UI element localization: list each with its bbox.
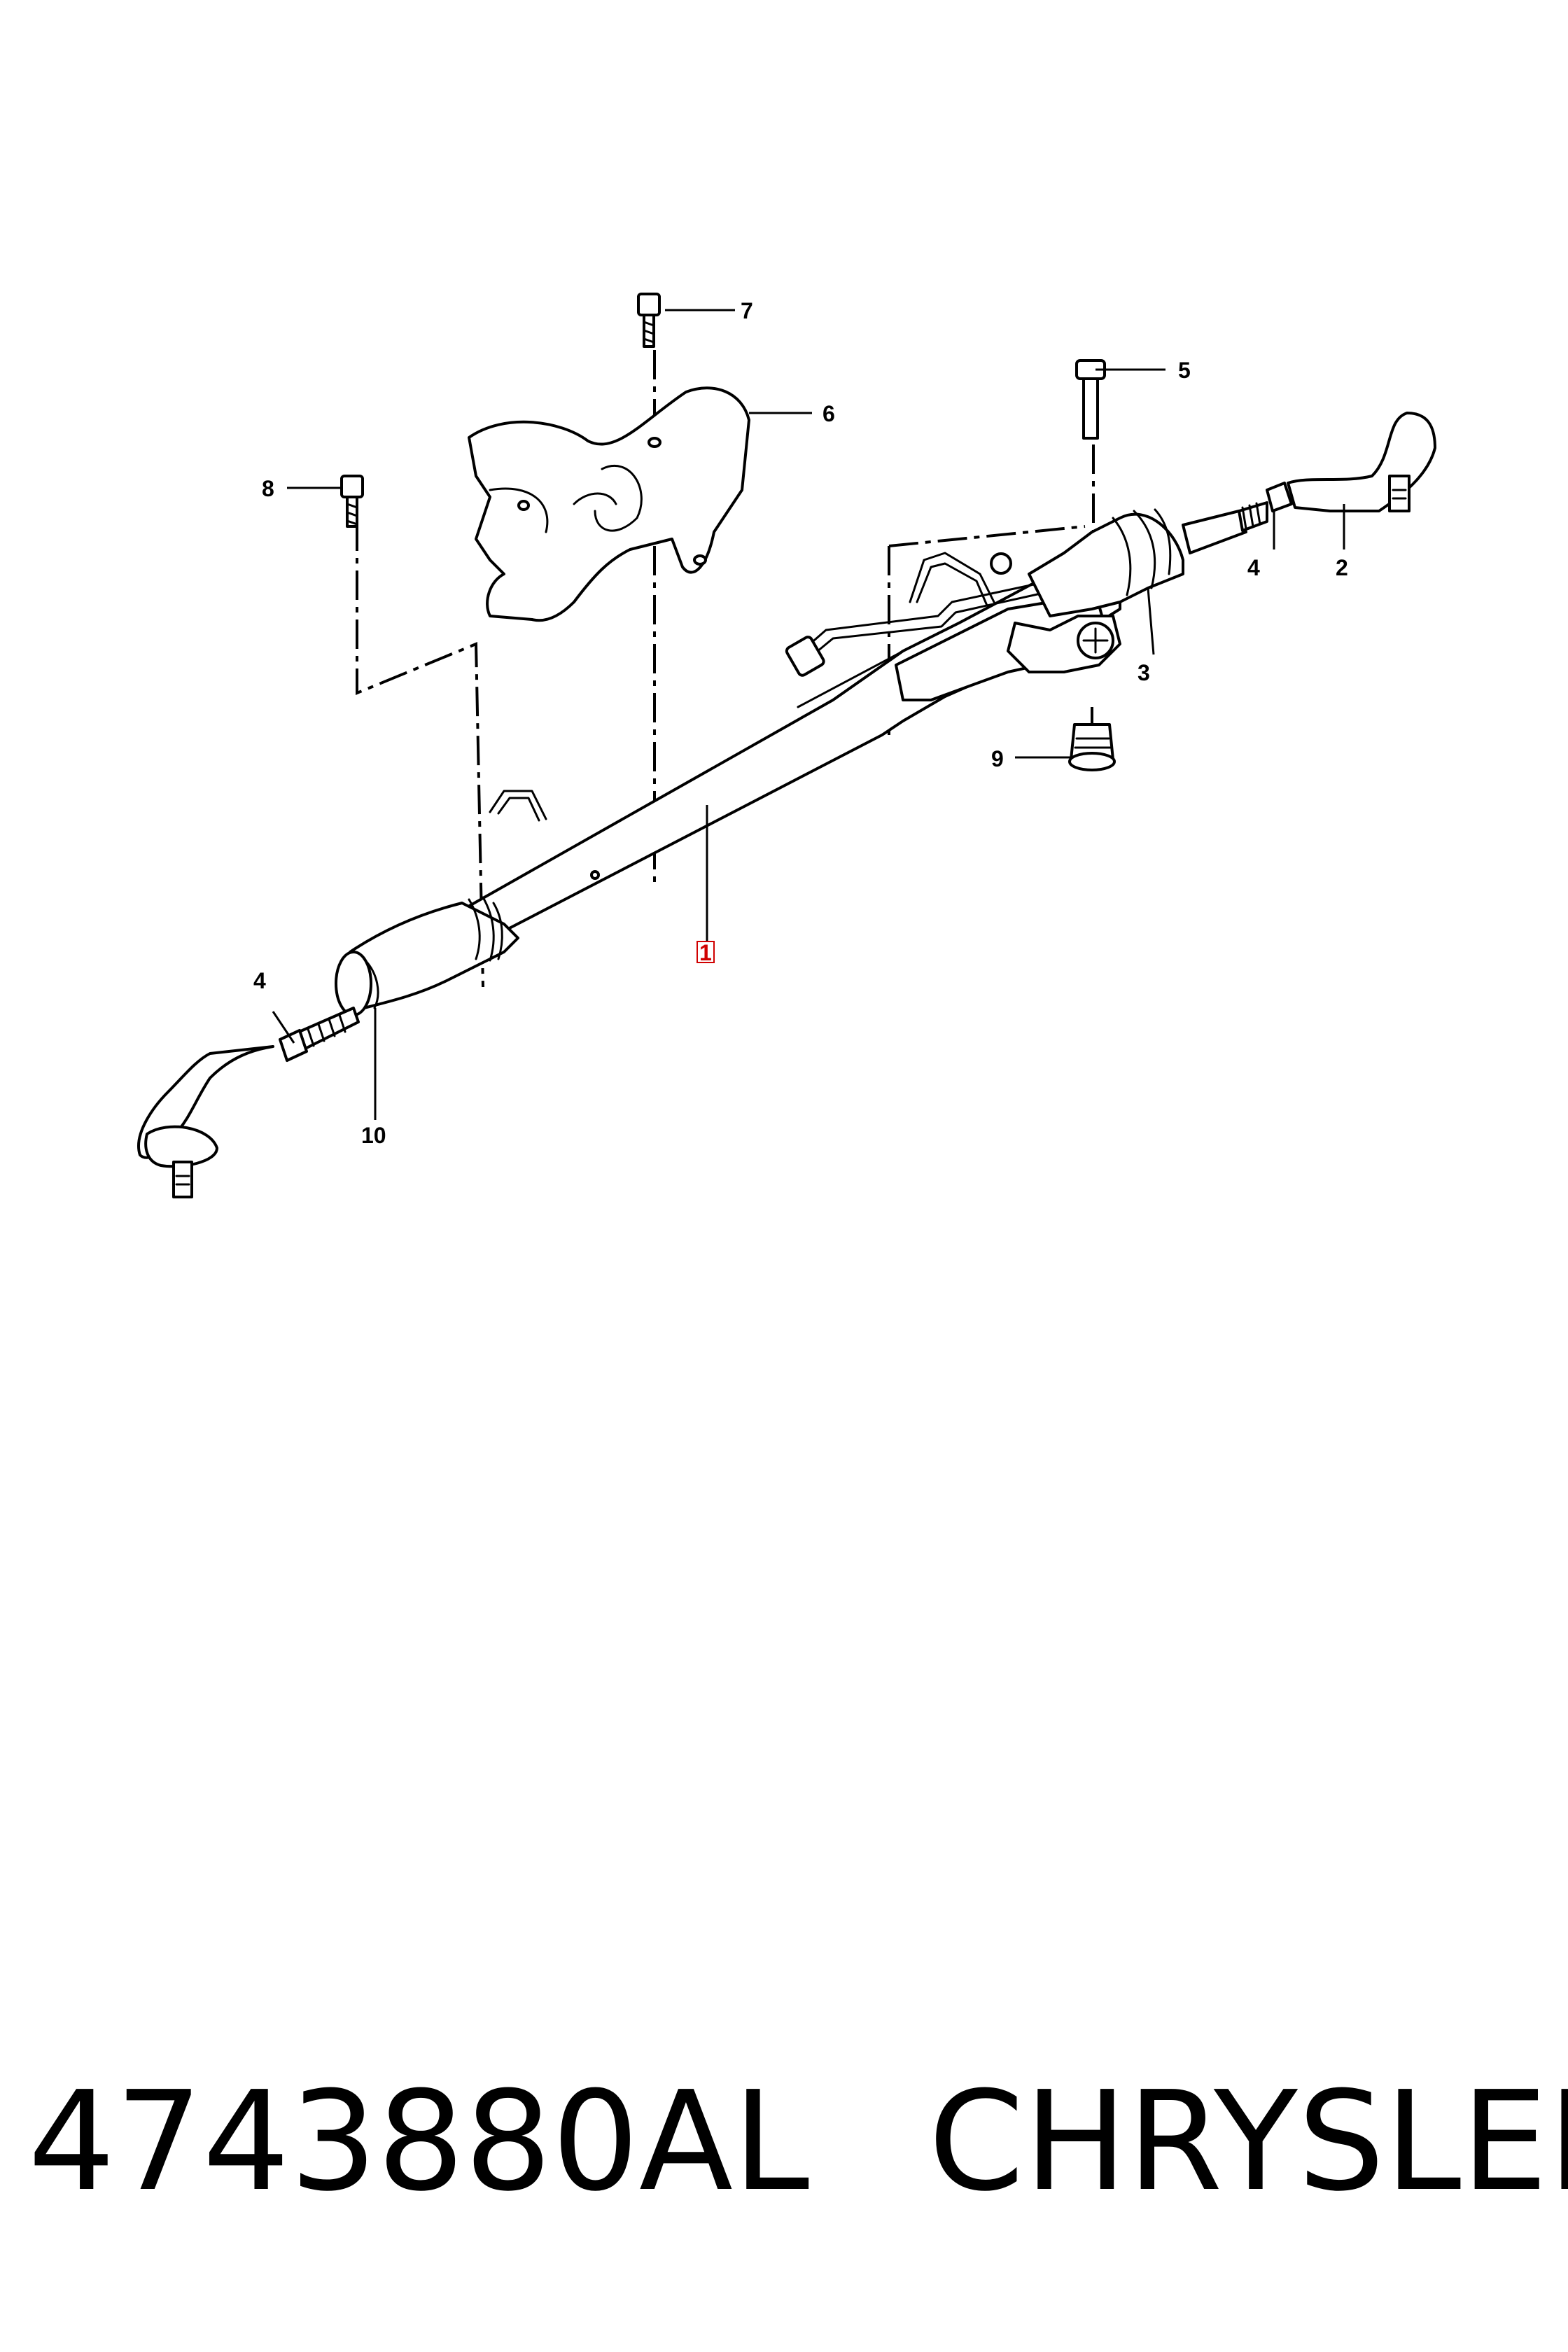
right-tie-rod — [1238, 412, 1436, 532]
callout-1-highlight-box — [696, 941, 715, 963]
footer: 4743880AL CHRYSLER — [28, 2051, 1568, 2233]
bushing-9 — [1068, 723, 1116, 771]
callout-3[interactable]: 3 — [1138, 660, 1150, 685]
callout-10[interactable]: 10 — [361, 1123, 386, 1148]
mounting-bracket — [1007, 615, 1121, 673]
callout-1[interactable]: 1 — [699, 940, 712, 965]
bolt-7 — [637, 293, 661, 348]
callout-4-left[interactable]: 4 — [253, 968, 266, 993]
callout-8[interactable]: 8 — [262, 476, 274, 501]
callout-9[interactable]: 9 — [991, 746, 1004, 771]
leader-lines — [272, 309, 1345, 1120]
heat-shield — [468, 386, 750, 622]
left-boot — [335, 896, 519, 1016]
bolt-5 — [1075, 359, 1106, 440]
callout-5[interactable]: 5 — [1178, 358, 1191, 383]
bolt-8 — [340, 475, 364, 528]
left-tie-rod — [137, 1007, 360, 1198]
callout-2[interactable]: 2 — [1336, 555, 1348, 580]
callouts: 1 2 3 4 4 5 6 7 8 9 10 — [253, 298, 1348, 1148]
part-number: 4743880AL — [28, 2062, 810, 2222]
right-boot — [1028, 508, 1247, 617]
callout-4-right[interactable]: 4 — [1247, 555, 1260, 580]
callout-7[interactable]: 7 — [741, 298, 753, 323]
brand-name: CHRYSLER — [928, 2062, 1568, 2222]
callout-6[interactable]: 6 — [822, 401, 835, 426]
